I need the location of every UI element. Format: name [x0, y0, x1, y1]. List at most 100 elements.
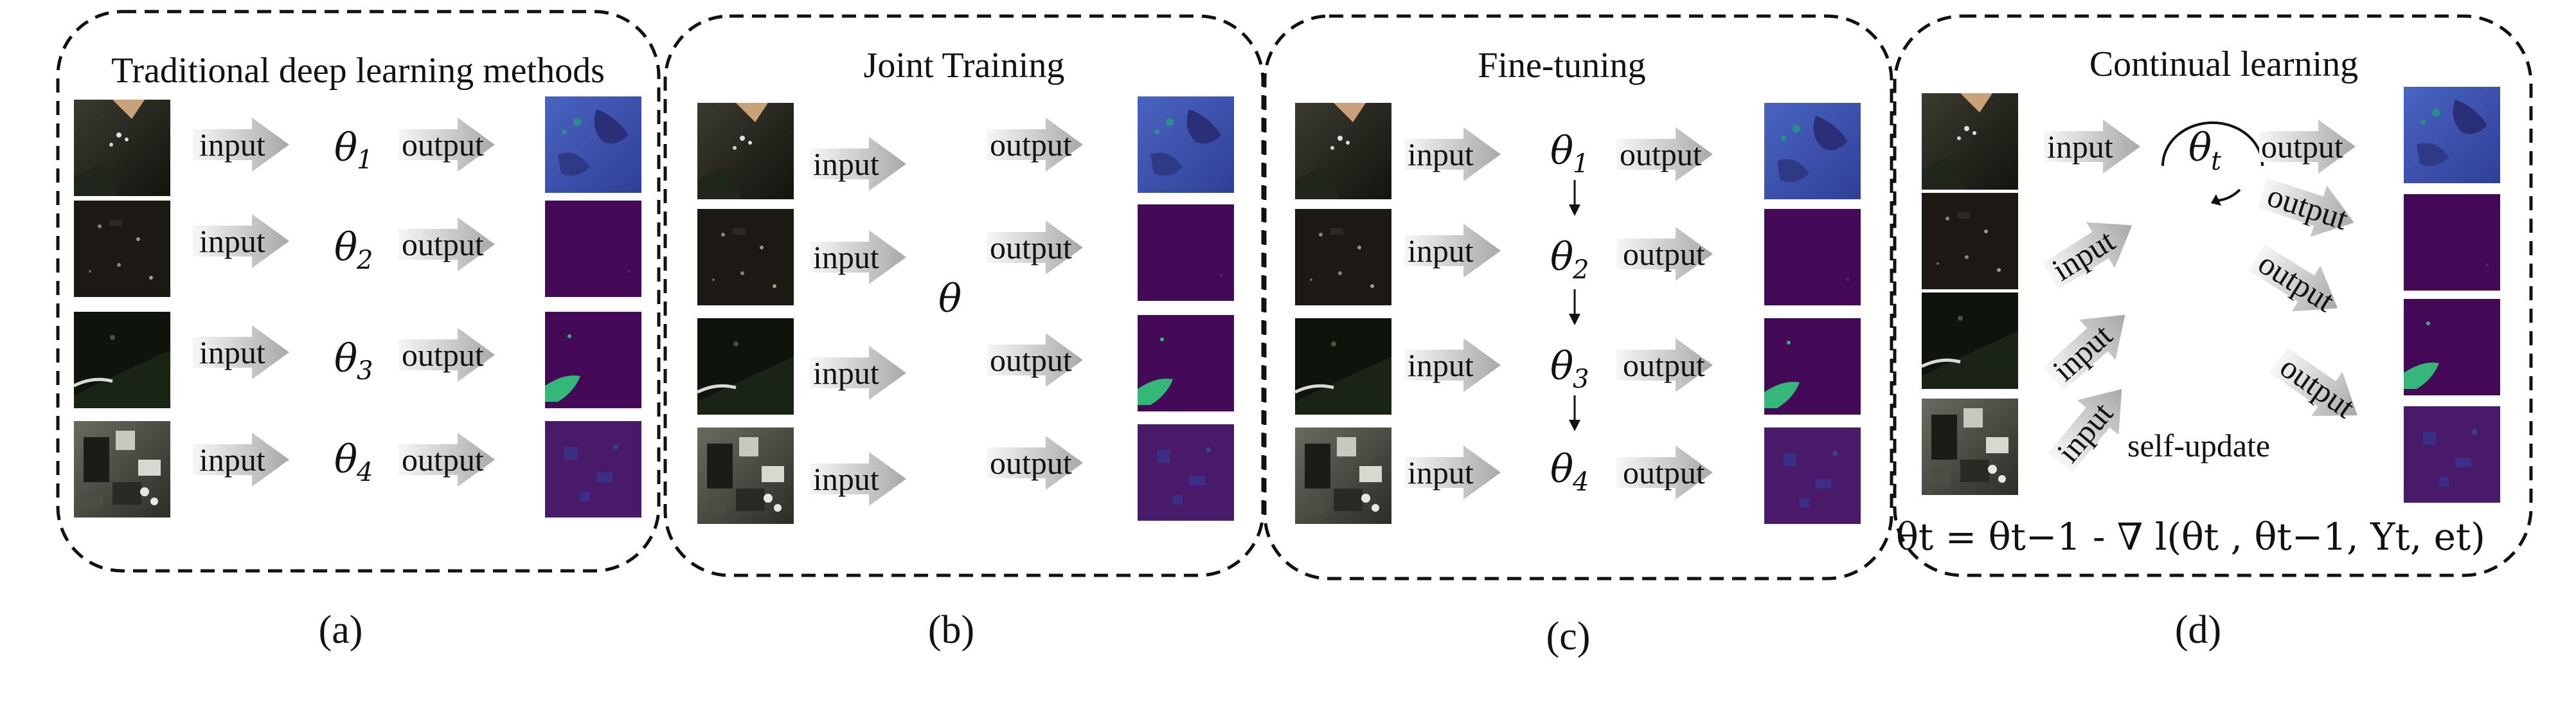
theta-symbol: θ: [1550, 235, 1573, 280]
output-label: output: [1623, 236, 1705, 272]
theta-subscript: 3: [357, 356, 373, 386]
output-label: output: [990, 445, 1072, 481]
input-label: input: [813, 239, 879, 275]
panel-a-row-1: input θ 1 output: [74, 96, 641, 196]
input-label: input: [1408, 233, 1474, 269]
diagonal-output-arrow: output: [2254, 167, 2363, 249]
output-image-4: [2404, 406, 2500, 503]
self-loop-arrow: [2161, 121, 2264, 206]
theta-subscript: 1: [357, 145, 373, 175]
diagonal-input-arrow: input: [2039, 372, 2143, 480]
input-image-1: [1922, 93, 2018, 190]
input-image-2: [697, 209, 794, 305]
output-image-3: [2404, 299, 2500, 395]
output-label: output: [2263, 177, 2352, 237]
panel-d-caption: (d): [2175, 608, 2221, 652]
input-image-3: [1922, 292, 2018, 389]
output-label: output: [1620, 136, 1702, 172]
input-image-4: [1295, 428, 1391, 524]
input-label: input: [1408, 347, 1474, 383]
panel-d-border: [1893, 14, 2533, 577]
input-image-1: [1295, 103, 1391, 199]
theta-symbol: θ: [2188, 125, 2212, 170]
input-image-2: [1922, 193, 2018, 289]
theta-subscript: 4: [356, 458, 373, 487]
output-image-1: [1138, 96, 1234, 193]
output-label: output: [402, 337, 484, 373]
output-image-4: [545, 421, 641, 518]
output-image-1: [1764, 103, 1861, 199]
output-image-4: [1138, 424, 1234, 521]
panel-d: Continual learning input input input inp…: [1893, 14, 2533, 652]
input-image-2: [74, 201, 170, 297]
diagonal-output-arrow: output: [2262, 338, 2373, 438]
input-label: input: [1408, 136, 1474, 172]
panel-a-title: Traditional deep learning methods: [111, 51, 605, 91]
output-image-2: [1138, 204, 1234, 301]
panel-a-border: [56, 10, 661, 573]
output-label: output: [990, 127, 1072, 163]
input-image-2: [1295, 209, 1391, 305]
panel-a-row-3: input θ 3 output: [74, 312, 641, 408]
input-image-4: [1922, 399, 2018, 495]
theta-subscript: 2: [1572, 255, 1589, 285]
theta-symbol: θ: [334, 225, 357, 270]
input-image-4: [74, 421, 170, 518]
theta-symbol: θ: [1550, 447, 1573, 492]
panel-a-caption: (a): [319, 608, 363, 652]
diagonal-input-arrow: input: [2035, 294, 2143, 400]
input-label: input: [2047, 129, 2113, 165]
theta-subscript: 1: [1573, 149, 1589, 179]
panel-b-caption: (b): [928, 608, 974, 652]
panel-b: Joint Training θ input output input outp…: [663, 14, 1265, 652]
output-label: output: [1623, 347, 1705, 383]
theta-subscript: 2: [356, 246, 373, 275]
theta-symbol: θ: [334, 437, 357, 482]
panel-a: Traditional deep learning methods input …: [56, 10, 661, 652]
input-image-3: [1295, 318, 1391, 415]
input-label: input: [813, 355, 879, 391]
diagonal-output-arrow: output: [2241, 234, 2352, 332]
input-label: input: [813, 146, 879, 182]
input-label: input: [1408, 455, 1474, 491]
panel-c-border: [1263, 14, 1893, 580]
input-image-3: [697, 318, 794, 415]
theta-symbol: θ: [334, 336, 357, 381]
panel-a-row-4: input θ 4 output: [74, 421, 641, 518]
input-label: input: [813, 461, 879, 497]
input-label: input: [199, 334, 265, 370]
panel-b-border: [663, 14, 1265, 577]
output-label: output: [2261, 129, 2343, 165]
down-arrow: [1569, 289, 1580, 325]
down-arrow: [1569, 395, 1580, 431]
input-label: input: [199, 127, 265, 163]
theta-symbol: θ: [1550, 129, 1573, 174]
panel-c-caption: (c): [1546, 615, 1591, 658]
panel-a-row-2: input θ 2 output: [74, 201, 641, 297]
input-image-1: [697, 103, 794, 199]
panel-b-title: Joint Training: [864, 46, 1065, 86]
output-label: output: [990, 230, 1072, 266]
output-image-4: [1764, 428, 1861, 524]
output-image-2: [545, 201, 641, 297]
output-image-3: [1138, 315, 1234, 411]
output-image-3: [1764, 318, 1861, 415]
output-label: output: [990, 342, 1072, 378]
theta-symbol: θ: [1550, 344, 1573, 389]
output-image-1: [545, 96, 641, 193]
output-image-2: [1764, 209, 1861, 305]
self-update-label: self-update: [2127, 428, 2270, 464]
theta-subscript: 3: [1573, 364, 1589, 394]
output-image-2: [2404, 194, 2500, 291]
shared-theta-symbol: θ: [938, 276, 962, 321]
diagonal-input-arrow: input: [2035, 202, 2147, 300]
panel-c-title: Fine-tuning: [1478, 46, 1645, 86]
input-image-3: [74, 312, 170, 408]
input-image-1: [74, 100, 170, 196]
input-image-4: [697, 428, 794, 524]
output-image-3: [545, 312, 641, 408]
output-image-1: [2404, 87, 2500, 183]
theta-subscript: t: [2211, 147, 2222, 176]
output-label: output: [402, 127, 484, 163]
